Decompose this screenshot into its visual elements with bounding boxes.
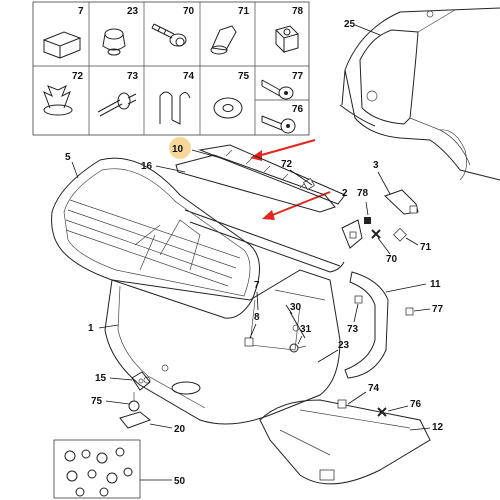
lower-trim-panel: [259, 399, 431, 485]
car-rear-view: 25: [339, 7, 500, 181]
clip-block-icon: [42, 31, 82, 59]
callout-74: 74: [368, 383, 380, 394]
screw-icon: [261, 79, 294, 100]
spoiler-assembly: [175, 144, 346, 273]
callout-73: 73: [347, 324, 359, 335]
callout-31: 31: [300, 324, 312, 335]
callout-11: 11: [430, 279, 441, 290]
legend-label-71: 71: [238, 6, 250, 17]
callout-10: 10: [172, 144, 184, 155]
grommet-icon: [102, 28, 126, 56]
legend-label-23: 23: [127, 6, 139, 17]
callout-20: 20: [174, 424, 186, 435]
screw-marker-70: [371, 229, 381, 239]
callout-3: 3: [373, 160, 379, 171]
rear-glass: [51, 157, 260, 319]
red-arrow-upper: [250, 139, 316, 161]
square-nut-icon: [275, 25, 299, 54]
flat-washer-icon: [213, 97, 243, 119]
legend-label-77: 77: [292, 71, 304, 82]
callout-25: 25: [344, 19, 356, 30]
legend-label-75: 75: [238, 71, 250, 82]
legend-label-72: 72: [72, 71, 84, 82]
legend-label-76: 76: [292, 104, 304, 115]
callout-76: 76: [410, 399, 422, 410]
callout-50: 50: [174, 476, 186, 487]
callout-2: 2: [342, 188, 348, 199]
legend-label-78: 78: [292, 6, 304, 17]
legend-label-7: 7: [78, 6, 84, 17]
u-clip-icon: [159, 91, 191, 125]
callout-77: 77: [432, 304, 444, 315]
callout-72-top: 72: [281, 159, 293, 170]
nut-marker-78: [364, 217, 371, 224]
callout-5: 5: [65, 152, 71, 163]
red-arrow-lower: [262, 191, 331, 220]
push-pin-icon: [97, 92, 137, 117]
latch-bracket: [131, 371, 151, 391]
hinge-left: [341, 219, 363, 249]
legend-label-70: 70: [183, 6, 195, 17]
callout-30: 30: [290, 302, 302, 313]
right-pillar-trim: [344, 271, 389, 379]
parts-legend-grid: 7 23 70 71 78 72 73 74 75 77 76: [32, 1, 310, 136]
highlight-marker: [169, 137, 191, 159]
legend-label-74: 74: [183, 71, 195, 82]
clip-marker-8: [244, 337, 254, 347]
callout-70: 70: [386, 254, 398, 265]
tailgate-panel: [104, 219, 341, 425]
callout-1: 1: [88, 323, 94, 334]
push-clip-icon: [210, 25, 237, 55]
callout-15: 15: [95, 373, 107, 384]
legend-frame: [32, 1, 310, 136]
handle-trim: [119, 411, 152, 429]
gas-strut: [285, 304, 306, 339]
legend-label-73: 73: [127, 71, 139, 82]
screw-marker-76: [377, 407, 387, 417]
bump-stop: [289, 343, 307, 353]
bolt-icon: [261, 115, 296, 134]
callout-71: 71: [420, 242, 432, 253]
callout-23: 23: [338, 340, 350, 351]
callout-78: 78: [357, 188, 369, 199]
callout-16: 16: [141, 161, 153, 172]
callout-75: 75: [91, 396, 103, 407]
fixings-kit-box: [53, 439, 141, 499]
hinge-bracket: [384, 189, 419, 215]
callout-7: 7: [254, 280, 260, 291]
screw-washer-icon: [151, 23, 187, 47]
callout-12: 12: [432, 422, 444, 433]
fir-tree-clip-icon: [43, 84, 73, 116]
leader-25: [354, 24, 381, 36]
callout-8: 8: [254, 312, 260, 323]
handle-screw: [128, 392, 140, 412]
